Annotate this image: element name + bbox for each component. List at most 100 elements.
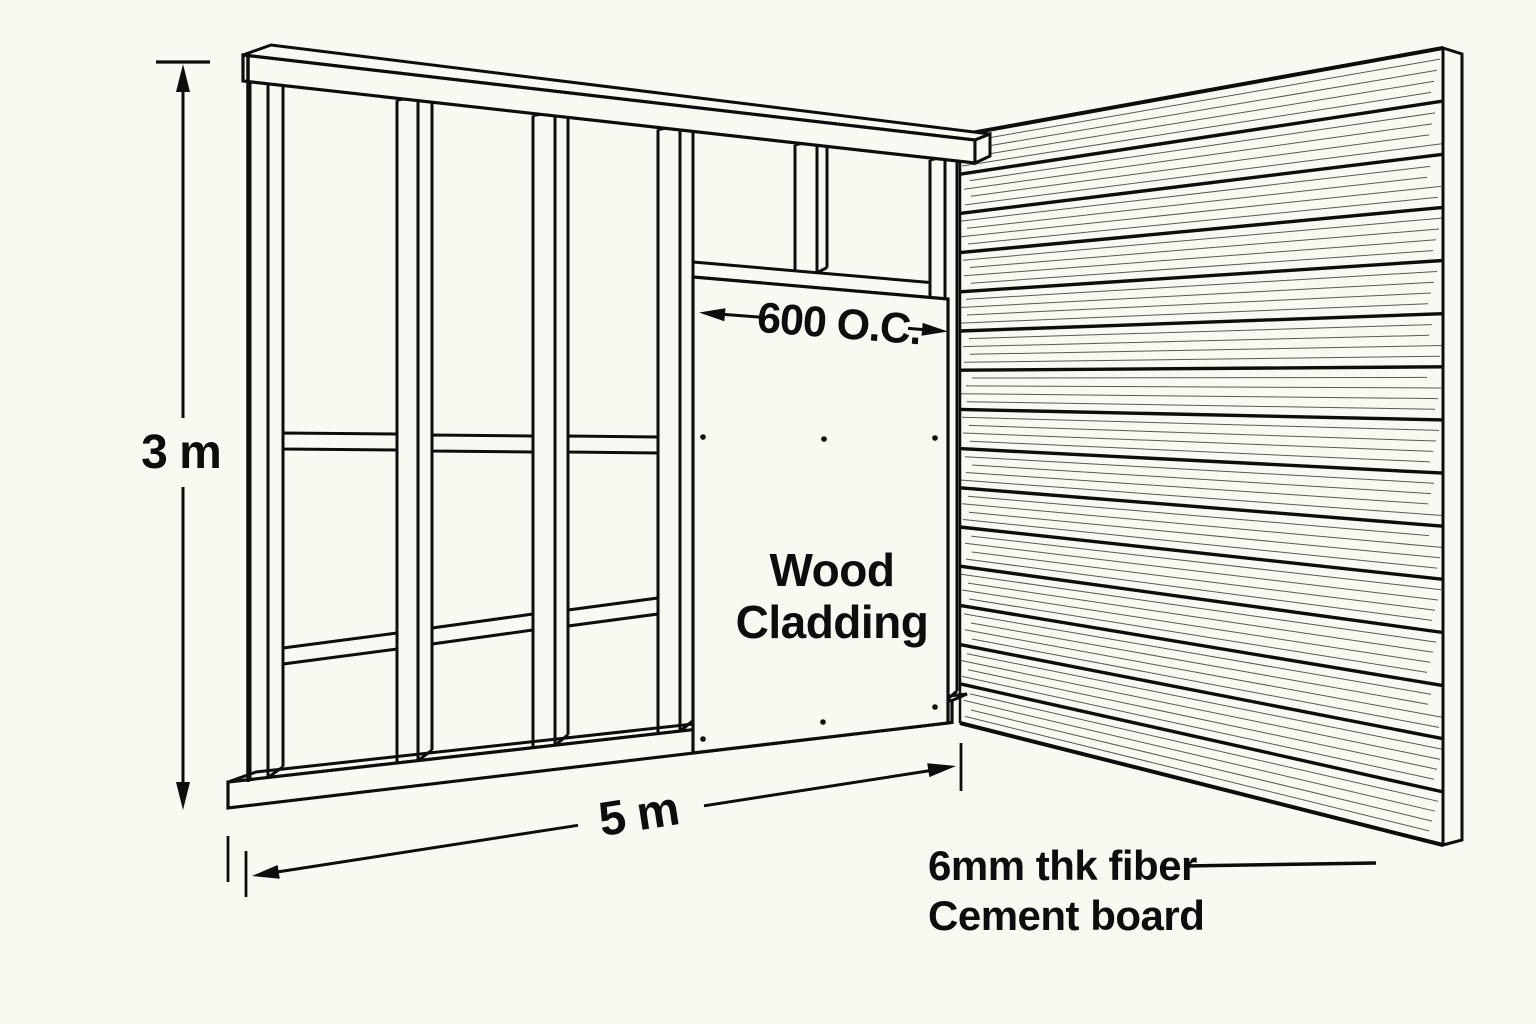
blocking [430,612,535,646]
cement-board-planks [959,58,1444,832]
nail-dot [700,434,706,440]
plank-grain-line [965,472,1429,505]
plank-grain-line [964,143,1444,206]
plank-divider-line [959,407,1444,422]
plank-divider-line [959,446,1444,475]
nail-dot [821,436,827,442]
plank-grain-line [971,638,1440,728]
board-label: 6mm thk fiber Cement board [928,842,1377,939]
plank-divider-line [959,486,1444,528]
blocking [566,434,660,455]
plank-grain-line [971,464,1432,495]
plank-grain-line [967,80,1435,158]
plank-grain-line [965,271,1438,300]
plank-grain-line [962,334,1430,348]
plank-grain-line [970,250,1434,284]
stud [395,86,434,763]
nail-dot [932,435,938,441]
plank-divider-line [959,365,1444,372]
width-dimension: 5 m [226,743,963,897]
plank-grain-line [960,69,1438,151]
plank-grain-line [959,479,1443,516]
cladding-label-line2: Cladding [736,596,929,648]
plank-grain-line [961,416,1440,431]
plank-grain-line [970,709,1433,822]
plank-grain-line [969,112,1436,182]
cladding-label: Wood Cladding [736,544,929,648]
plank-grain-line [970,134,1430,197]
blocking [430,433,535,454]
plank-grain-line [969,693,1439,802]
plank-grain-line [966,58,1441,143]
plank-grain-line [967,669,1438,770]
dim-arrow-left [252,865,280,879]
plank-grain-line [964,715,1430,832]
plank-grain-line [968,598,1428,673]
plank-grain-line [966,292,1432,316]
cripple-stud [793,131,829,275]
plank-divider-line [959,525,1444,581]
plank-grain-line [963,123,1433,190]
blocking [566,596,660,628]
plank-divider-line [959,312,1444,333]
dim-line [703,768,935,808]
plank-grain-line [959,393,1439,400]
stud [531,101,570,748]
plank-divider-line [959,642,1444,741]
board-label-leader-line [1183,861,1377,868]
plank-divider-line [959,682,1444,794]
blocking [281,431,399,452]
plank-grain-line [963,355,1441,363]
blocking [281,631,399,666]
cladding-sheet [691,275,950,755]
plank-grain-line [963,613,1432,695]
plank-grain-line [965,558,1433,621]
plank-grain-line [961,675,1435,780]
wood-cladding-panel [691,275,950,755]
plank-divider-line [959,99,1444,176]
plank-grain-line [959,281,1435,308]
plank-grain-line [963,239,1437,277]
cladding-label-line1: Wood [770,544,895,596]
plank-grain-line [965,385,1442,389]
plank-divider-line [959,258,1444,294]
plank-grain-line [962,519,1438,569]
plank-grain-line [960,660,1441,760]
dim-arrow-down [176,782,190,810]
plank-grain-line [968,511,1441,559]
dim-arrow-up [176,64,190,92]
board-label-line2: Cement board [928,892,1204,939]
board-label-line1: 6mm thk fiber [928,842,1197,889]
stud-wall-frame [226,43,992,810]
plank-divider-line [959,603,1444,688]
width-dimension-label: 5 m [595,782,682,847]
nail-dot [820,719,826,725]
height-dimension-label: 3 m [141,426,221,479]
plank-grain-line [969,440,1431,463]
blocking-row-lower [281,596,660,666]
plank-grain-line [969,345,1444,355]
plank-grain-line [962,432,1434,452]
cement-board-side-face [1441,45,1464,847]
plank-grain-line [962,217,1443,261]
plank-grain-line [966,176,1428,229]
fiber-cement-board [958,45,1464,847]
plank-grain-line [966,653,1444,750]
cement-board-bottom-edge [959,721,1444,847]
plank-grain-line [961,91,1432,167]
plank-grain-line [970,535,1442,591]
nail-dot [700,736,706,742]
plank-grain-line [971,551,1436,611]
dim-arrow-right [927,763,956,778]
plank-grain-line [967,582,1434,653]
plank-grain-line [967,495,1430,537]
plank-grain-line [964,456,1435,484]
corner-stud [248,76,285,780]
plank-grain-line [961,589,1431,663]
plank-grain-line [961,503,1444,548]
blocking-row-upper [281,431,660,455]
plank-grain-line [960,573,1437,643]
height-dimension: 3 m [141,60,222,810]
nail-dot [932,704,938,710]
plank-grain-line [970,622,1429,705]
